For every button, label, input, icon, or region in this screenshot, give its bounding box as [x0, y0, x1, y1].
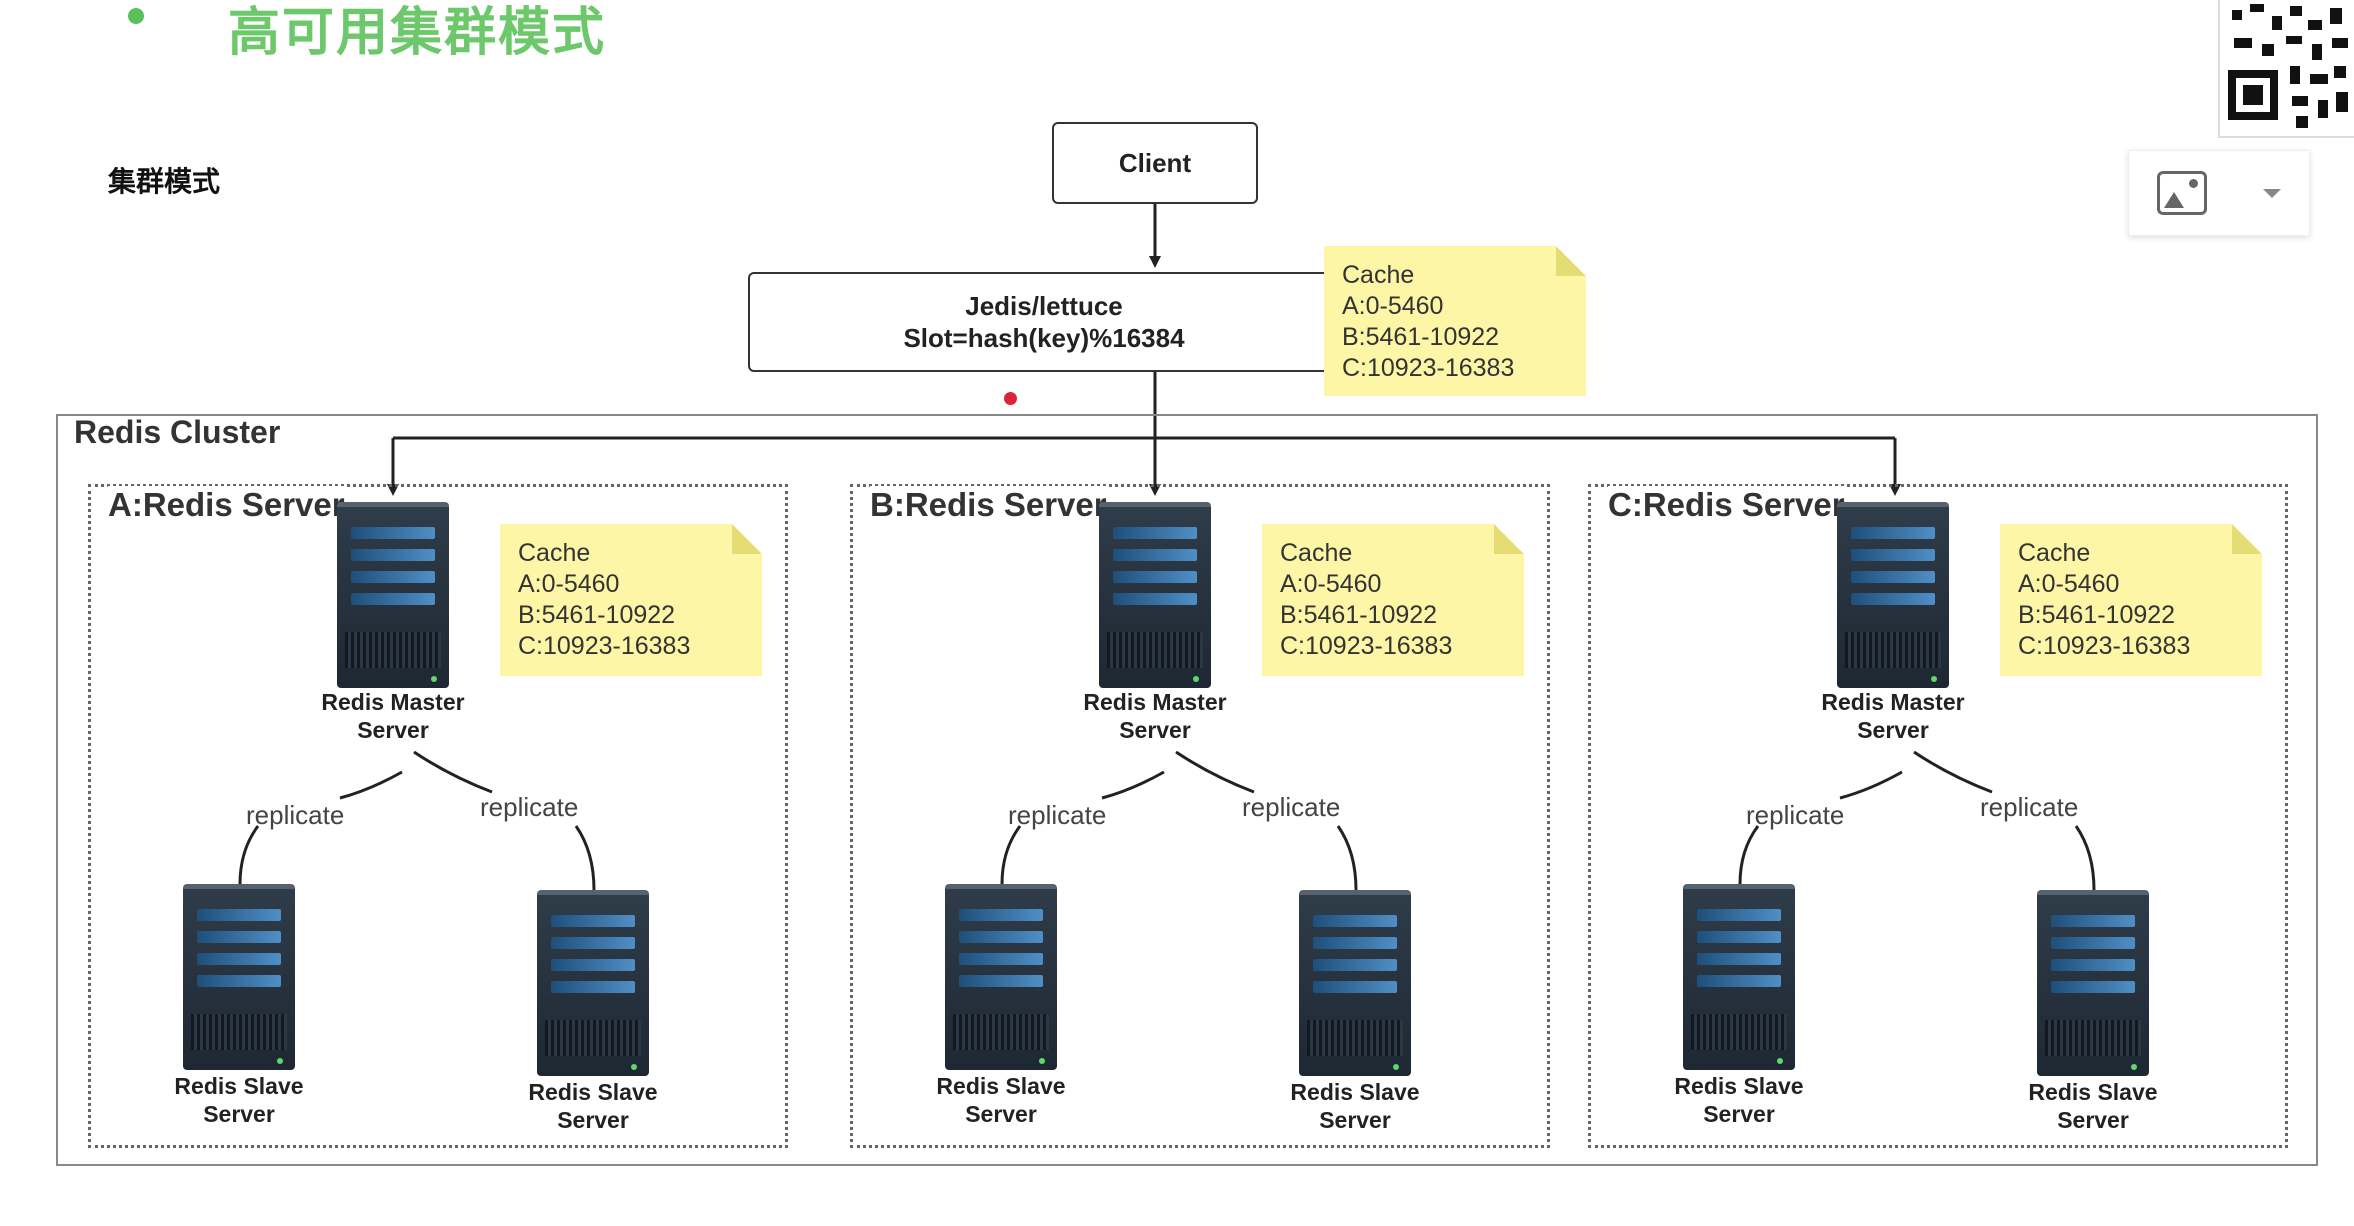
note-line: B:5461-10922 [2018, 601, 2176, 629]
master-label-line: Server [1119, 717, 1191, 743]
master-server-icon [1837, 502, 1949, 688]
router-cache-note: Cache A:0-5460 B:5461-10922 C:10923-1638… [1324, 246, 1586, 396]
master-server-label: Redis Master Server [1793, 688, 1993, 744]
replicate-connector [2074, 825, 2096, 891]
group-label: C:Redis Server [1608, 486, 1845, 524]
note-line: Cache [1280, 539, 1353, 567]
image-icon[interactable] [2157, 171, 2207, 215]
slave-server-label: Redis Slave Server [493, 1078, 693, 1134]
master-label-line: Redis Master [1083, 689, 1227, 715]
slave-label-line: Server [557, 1107, 629, 1133]
note-line: C:10923-16383 [1342, 354, 1515, 382]
master-label-line: Server [1857, 717, 1929, 743]
replicate-label-right: replicate [1980, 792, 2079, 822]
server-group [1588, 484, 2288, 1148]
replicate-connector [1101, 770, 1165, 800]
replicate-connector [1738, 825, 1760, 885]
slave-server-icon [537, 890, 649, 1076]
slave-label-line: Server [1703, 1101, 1775, 1127]
note-line: A:0-5460 [1342, 292, 1444, 320]
client-label: Client [1118, 147, 1192, 178]
note-line: A:0-5460 [2018, 570, 2120, 598]
slave-label-line: Server [2057, 1107, 2129, 1133]
note-line: A:0-5460 [1280, 570, 1382, 598]
note-line: C:10923-16383 [518, 632, 691, 660]
note-line: Cache [2018, 539, 2091, 567]
slave-server-icon [1299, 890, 1411, 1076]
master-server-label: Redis Master Server [293, 688, 493, 744]
slave-server-icon [2037, 890, 2149, 1076]
group-cache-note: Cache A:0-5460 B:5461-10922 C:10923-1638… [1262, 524, 1524, 676]
replicate-connector [238, 825, 260, 885]
replicate-connector [339, 770, 403, 800]
master-server-icon [1099, 502, 1211, 688]
image-toolbar[interactable] [2128, 150, 2310, 236]
replicate-label-left: replicate [246, 800, 345, 830]
replicate-label-left: replicate [1008, 800, 1107, 830]
slave-label-line: Redis Slave [936, 1073, 1066, 1099]
master-server-icon [337, 502, 449, 688]
slave-label-line: Redis Slave [528, 1079, 658, 1105]
slave-server-label: Redis Slave Server [901, 1072, 1101, 1128]
slave-server-label: Redis Slave Server [1639, 1072, 1839, 1128]
replicate-connector [1000, 825, 1022, 885]
note-line: Cache [1342, 261, 1415, 289]
slave-server-label: Redis Slave Server [1993, 1078, 2193, 1134]
note-line: C:10923-16383 [2018, 632, 2191, 660]
group-cache-note: Cache A:0-5460 B:5461-10922 C:10923-1638… [500, 524, 762, 676]
replicate-label-right: replicate [1242, 792, 1341, 822]
group-label: B:Redis Server [870, 486, 1107, 524]
page-title: 高可用集群模式 [228, 4, 607, 62]
router-line1: Jedis/lettuce [965, 291, 1123, 321]
slave-label-line: Redis Slave [1674, 1073, 1804, 1099]
redis-cluster-frame [56, 414, 2318, 1166]
master-server-label: Redis Master Server [1055, 688, 1255, 744]
slave-label-line: Redis Slave [2028, 1079, 2158, 1105]
group-cache-note: Cache A:0-5460 B:5461-10922 C:10923-1638… [2000, 524, 2262, 676]
router-box: Jedis/lettuce Slot=hash(key)%16384 [748, 272, 1340, 372]
replicate-connector [1336, 825, 1358, 891]
chevron-down-icon[interactable] [2263, 188, 2281, 198]
note-line: B:5461-10922 [1342, 323, 1500, 351]
replicate-label-right: replicate [480, 792, 579, 822]
slave-label-line: Redis Slave [1290, 1079, 1420, 1105]
slave-label-line: Server [965, 1101, 1037, 1127]
note-line: B:5461-10922 [518, 601, 676, 629]
slave-server-label: Redis Slave Server [139, 1072, 339, 1128]
router-line2: Slot=hash(key)%16384 [903, 323, 1185, 353]
master-label-line: Redis Master [321, 689, 465, 715]
replicate-connector [1839, 770, 1903, 800]
title-bullet [128, 8, 144, 24]
slave-server-icon [1683, 884, 1795, 1070]
master-label-line: Server [357, 717, 429, 743]
note-line: B:5461-10922 [1280, 601, 1438, 629]
group-label: A:Redis Server [108, 486, 345, 524]
note-line: A:0-5460 [518, 570, 620, 598]
slave-server-label: Redis Slave Server [1255, 1078, 1455, 1134]
qr-code-icon [2218, 0, 2354, 138]
master-label-line: Redis Master [1821, 689, 1965, 715]
replicate-connector [1913, 750, 1993, 794]
replicate-connector [574, 825, 596, 891]
slave-label-line: Redis Slave [174, 1073, 304, 1099]
slave-server-icon [945, 884, 1057, 1070]
replicate-connector [413, 750, 493, 794]
note-line: Cache [518, 539, 591, 567]
server-group [850, 484, 1550, 1148]
note-line: C:10923-16383 [1280, 632, 1453, 660]
pointer-dot [1004, 392, 1017, 405]
client-box: Client [1052, 122, 1258, 204]
cluster-label: Redis Cluster [74, 414, 281, 450]
server-group [88, 484, 788, 1148]
section-label: 集群模式 [108, 166, 221, 197]
replicate-connector [1175, 750, 1255, 794]
replicate-label-left: replicate [1746, 800, 1845, 830]
slave-label-line: Server [1319, 1107, 1391, 1133]
slave-server-icon [183, 884, 295, 1070]
slave-label-line: Server [203, 1101, 275, 1127]
